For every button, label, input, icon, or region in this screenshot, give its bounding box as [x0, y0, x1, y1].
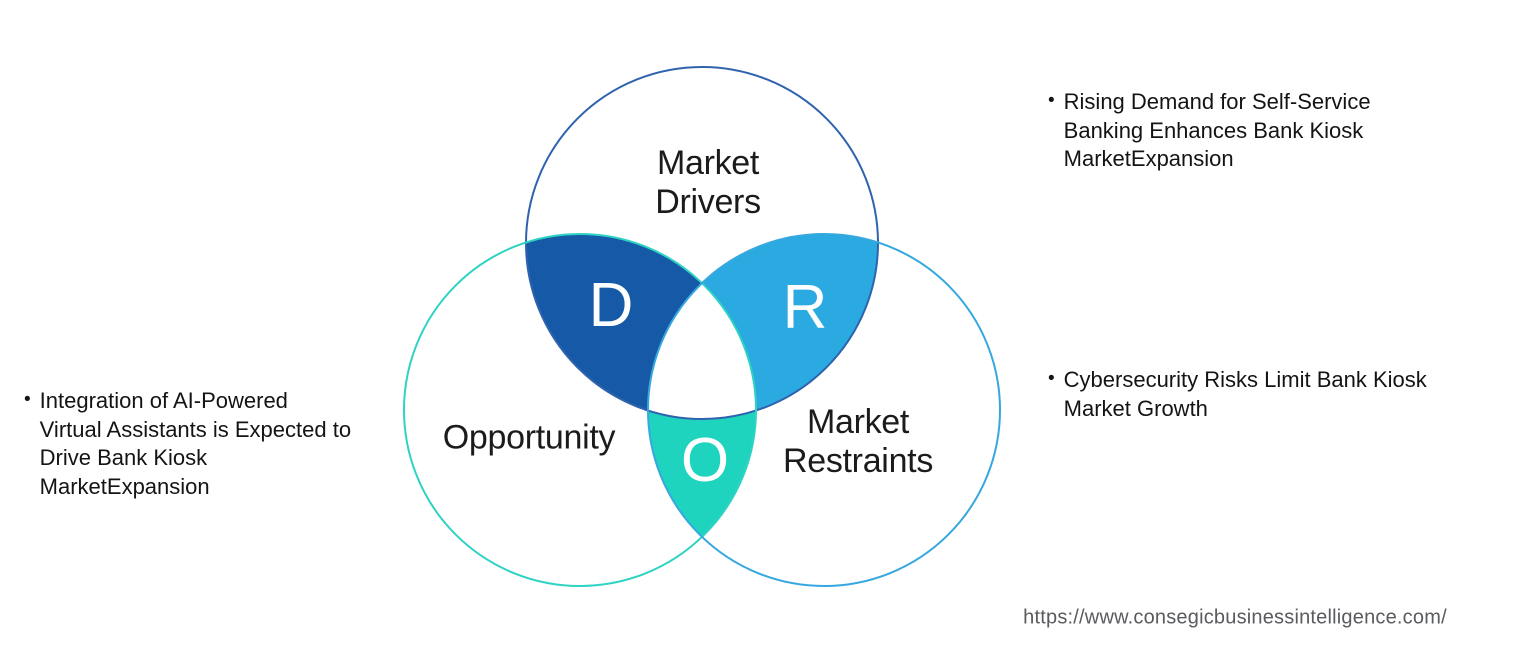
opportunity-intersection-letter: O: [680, 426, 730, 495]
annotation-cybersecurity-risks-text: Cybersecurity Risks Limit Bank Kiosk Mar…: [1063, 367, 1427, 421]
drivers-intersection-letter: D: [588, 271, 634, 340]
source-url: https://www.consegicbusinessintelligence…: [1023, 606, 1447, 629]
market-drivers-label: Market Drivers: [655, 144, 761, 221]
restraints-intersection-letter: R: [782, 273, 828, 342]
bullet-icon: •: [24, 389, 31, 410]
bullet-icon: •: [1048, 90, 1055, 111]
opportunity-label: Opportunity: [442, 418, 616, 457]
market-restraints-label: Market Restraints: [782, 403, 934, 480]
annotation-ai-virtual-assistants: • Integration of AI-Powered Virtual Assi…: [24, 387, 409, 501]
annotation-ai-virtual-assistants-text: Integration of AI-Powered Virtual Assist…: [39, 388, 352, 499]
annotation-cybersecurity-risks: • Cybersecurity Risks Limit Bank Kiosk M…: [1048, 366, 1488, 423]
annotation-self-service-banking: • Rising Demand for Self-Service Banking…: [1048, 88, 1468, 174]
market-restraints-circle: [647, 233, 1001, 587]
opportunity-circle: [403, 233, 757, 587]
annotation-self-service-banking-text: Rising Demand for Self-Service Banking E…: [1063, 89, 1371, 171]
bullet-icon: •: [1048, 368, 1055, 389]
